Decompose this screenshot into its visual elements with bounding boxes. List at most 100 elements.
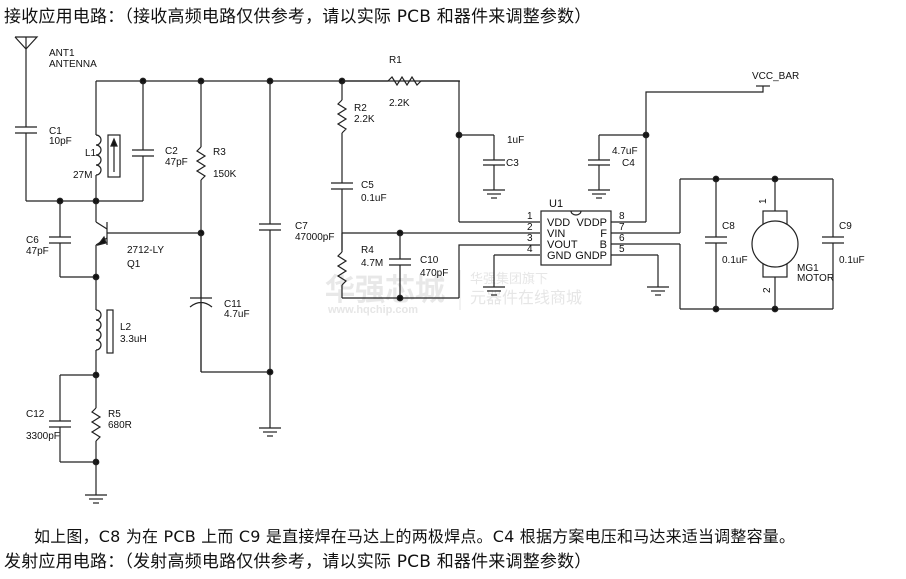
c10-ref: C10 (420, 255, 439, 266)
l2-inductor-icon (95, 277, 114, 375)
u1-pin6-num: 6 (619, 233, 625, 244)
ant1-ref: ANT1 (49, 48, 75, 59)
c11-ref: C11 (224, 299, 242, 310)
c2-ref: C2 (165, 146, 178, 157)
u1-ref: U1 (549, 198, 563, 210)
c8-capacitor-icon (705, 179, 727, 309)
ground-icon (259, 427, 281, 437)
receiver-circuit-title: 接收应用电路：（接收高频电路仅供参考，请以实际 PCB 和器件来调整参数） (4, 7, 592, 27)
l1-value: 27M (73, 170, 92, 181)
watermark-line2: 元器件在线商城 (470, 289, 582, 307)
c4-capacitor-icon (588, 134, 646, 190)
r4-value: 4.7M (361, 258, 383, 269)
c6-capacitor-icon (49, 201, 96, 278)
c7-capacitor-icon (259, 81, 281, 428)
r3-ref: R3 (213, 147, 226, 158)
c3-value: 1uF (507, 135, 524, 146)
mg1-ref: MG1 (797, 263, 819, 274)
c8-c9-note: 如上图，C8 为在 PCB 上而 C9 是直接焊在马达上的两极焊点。C4 根据方… (34, 527, 796, 546)
watermark-line1: 华强集团旗下 (470, 271, 548, 286)
ground-icon (483, 189, 505, 199)
c6-value: 47pF (26, 246, 49, 257)
watermark-url: www.hqchip.com (327, 304, 418, 316)
c12-capacitor-icon (49, 374, 96, 463)
c5-ref: C5 (361, 180, 374, 191)
r2-ref: R2 (354, 103, 367, 114)
c11-value: 4.7uF (224, 309, 250, 320)
transmitter-circuit-title: 发射应用电路：（发射高频电路仅供参考，请以实际 PCB 和器件来调整参数） (4, 552, 592, 572)
q1-value: 2712-LY (127, 245, 164, 256)
ground-icon (588, 189, 610, 199)
u1-pin-b: B (600, 239, 607, 251)
mg1-pin1: 1 (758, 198, 769, 204)
mg1-pin2: 2 (762, 287, 773, 293)
r5-value: 680R (108, 420, 132, 431)
c1-value: 10pF (49, 136, 72, 147)
c1-capacitor-icon (15, 126, 37, 201)
ground-icon (483, 286, 505, 296)
vcc-bar-power-icon (645, 85, 770, 222)
c1-ref: C1 (49, 126, 62, 137)
vcc-bar-label: VCC_BAR (752, 71, 799, 82)
c9-value: 0.1uF (839, 255, 865, 266)
c6-ref: C6 (26, 235, 39, 246)
q1-ref: Q1 (127, 259, 141, 270)
r1-resistor-icon (342, 75, 540, 223)
c7-ref: C7 (295, 221, 308, 232)
antenna-icon (14, 36, 39, 127)
u1-pin-gnd: GND (547, 250, 572, 262)
l1-ref: L1 (85, 148, 97, 159)
c9-ref: C9 (839, 221, 852, 232)
u1-pin2-num: 2 (527, 222, 533, 233)
r1-value: 2.2K (389, 98, 410, 109)
u1-pin-gndp: GNDP (575, 250, 607, 262)
c10-value: 470pF (420, 268, 448, 279)
r2-value: 2.2K (354, 114, 375, 125)
u1-pin1-num: 1 (527, 211, 533, 222)
r5-ref: R5 (108, 409, 121, 420)
c7-value: 47000pF (295, 232, 334, 243)
l1-inductor-icon (95, 81, 121, 201)
watermark-brand: 华强芯城 (325, 274, 445, 307)
u1-pin4-num: 4 (527, 244, 533, 255)
c3-ref: C3 (506, 158, 519, 169)
u1-pin-f: F (600, 228, 607, 240)
ground-icon (85, 494, 107, 504)
c4-ref: C4 (622, 158, 635, 169)
r2-resistor-icon (336, 81, 348, 183)
c10-capacitor-icon (389, 233, 411, 298)
c12-value: 3300pF (26, 431, 60, 442)
l2-value: 3.3uH (120, 334, 147, 345)
r5-resistor-icon (90, 375, 102, 495)
u1-pin-vdd: VDD (547, 217, 570, 229)
r1-ref: R1 (389, 55, 402, 66)
c8-ref: C8 (722, 221, 735, 232)
motor-icon (751, 179, 799, 309)
c12-ref: C12 (26, 409, 45, 420)
u1-ic-body (493, 210, 680, 287)
mg1-value: MOTOR (797, 273, 834, 284)
c11-capacitor-icon (189, 233, 270, 373)
c3-capacitor-icon (459, 134, 505, 190)
u1-pin-vddp: VDDP (576, 217, 607, 229)
r4-ref: R4 (361, 245, 374, 256)
q1-transistor-icon (95, 201, 201, 277)
l2-ref: L2 (120, 322, 132, 333)
u1-pin3-num: 3 (527, 233, 533, 244)
c5-value: 0.1uF (361, 193, 387, 204)
u1-pin-vin: VIN (547, 228, 565, 240)
r3-value: 150K (213, 169, 237, 180)
c9-capacitor-icon (822, 179, 844, 309)
u1-pin-vout: VOUT (547, 239, 578, 251)
ant1-value: ANTENNA (49, 59, 97, 70)
c2-capacitor-icon (132, 81, 154, 201)
watermark: 华强芯城 www.hqchip.com 华强集团旗下 元器件在线商城 (325, 270, 582, 316)
ground-icon (647, 286, 669, 296)
u1-pin8-num: 8 (619, 211, 625, 222)
c2-value: 47pF (165, 157, 188, 168)
c4-value: 4.7uF (612, 146, 638, 157)
u1-pin5-num: 5 (619, 244, 625, 255)
c8-value: 0.1uF (722, 255, 748, 266)
u1-pin7-num: 7 (619, 222, 625, 233)
